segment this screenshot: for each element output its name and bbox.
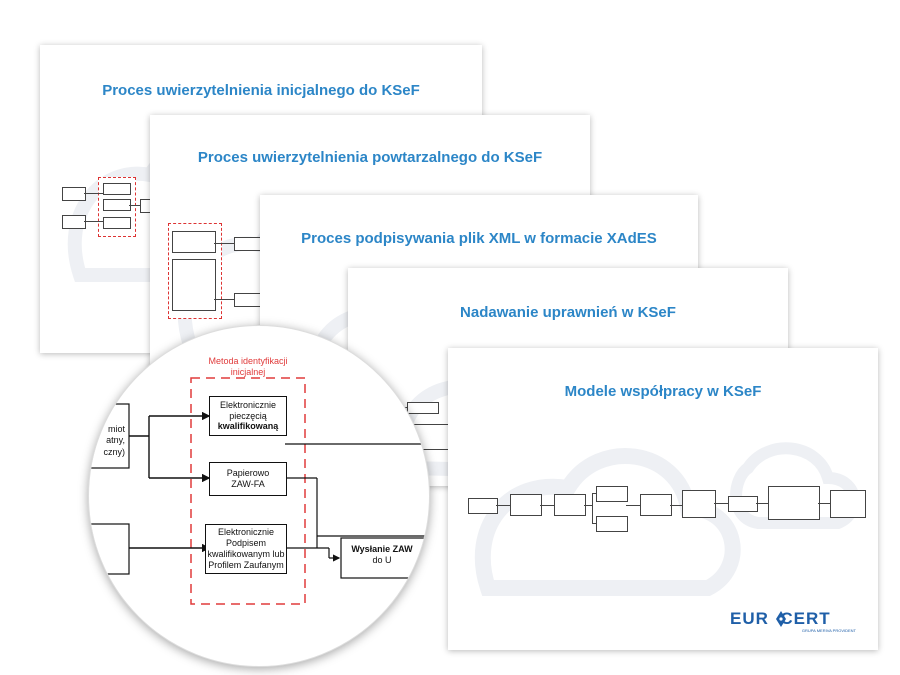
slide-title: Proces podpisywania plik XML w formacie … (301, 230, 657, 247)
mini-flowchart (162, 215, 282, 325)
slide-title: Nadawanie uprawnień w KSeF (460, 304, 676, 321)
right-box-fragment: Wysłanie ZAW do U (351, 544, 413, 566)
logo-brand: EUR CERT (730, 609, 831, 628)
slide-title: Proces uwierzytelnienia powtarzalnego do… (197, 149, 543, 166)
slide-title: Proces uwierzytelnienia inicjalnego do K… (102, 82, 420, 99)
zoom-magnifier: Metoda identyfikacji inicjalnej Elektron… (88, 325, 430, 667)
mini-flowchart (60, 165, 180, 245)
box-paper-zaw-fa: Papierowo ZAW-FA (209, 462, 287, 496)
slide-title: Modele współpracy w KSeF (564, 383, 762, 400)
method-label: Metoda identyfikacji inicjalnej (208, 356, 288, 377)
box-qualified-signature: Elektronicznie Podpisem kwalifikowanym l… (205, 524, 287, 574)
logo-tagline: GRUPA MERIVA PROVIDENT (801, 628, 856, 633)
zoom-connectors (89, 377, 429, 605)
box-qualified-seal: Elektronicznie pieczęcią kwalifikowaną (209, 396, 287, 436)
pen-nib-icon (776, 611, 786, 627)
mini-flowchart (466, 486, 866, 546)
eurocert-logo: EUR CERT GRUPA MERIVA PROVIDENT (730, 610, 860, 640)
left-box-fragment: miot atny, czny) (103, 424, 125, 457)
slide-5: Modele współpracy w KSeF EUR CERT GRUPA … (448, 348, 878, 650)
